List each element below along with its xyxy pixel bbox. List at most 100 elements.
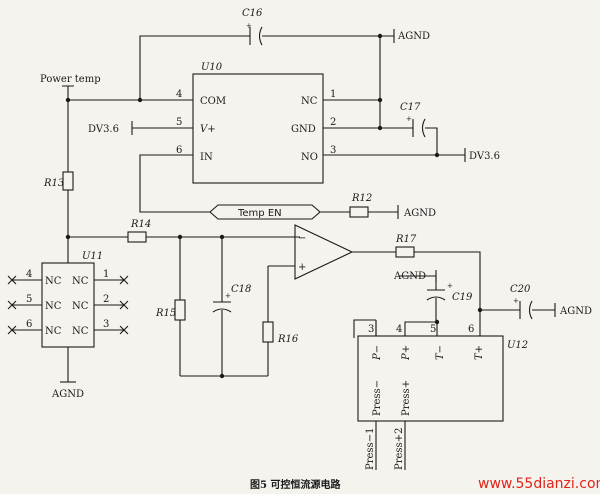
r12-wire [320, 205, 399, 219]
u11-pin-4: 4 [26, 269, 32, 280]
svg-text:+: + [225, 292, 231, 300]
u10-pin3-name: NO [301, 152, 318, 163]
u12-press-plus: Press+ [401, 380, 412, 416]
u12-pin-wires [375, 320, 481, 336]
r17-label: R17 [395, 234, 417, 245]
u12-label: U12 [507, 340, 528, 351]
u10-pin1-num: 1 [330, 89, 336, 100]
u12-pin-6: 6 [468, 324, 474, 335]
agnd-top-label: AGND [397, 31, 430, 42]
agnd-c19-label: AGND [393, 271, 426, 282]
u11-nc-4: NC [72, 276, 89, 287]
dv36-left-label: DV3.6 [88, 124, 119, 135]
press-plus-2-label: Press+2 [394, 428, 405, 470]
u11-nc-1: NC [45, 276, 62, 287]
u10-pin5-num: 5 [176, 117, 182, 128]
junction-t-plus [477, 307, 483, 313]
c20-label: C20 [510, 284, 531, 295]
u11-pin-3: 3 [103, 319, 109, 330]
no-wire [323, 148, 466, 162]
temp-en-wire [139, 154, 210, 213]
watermark: www.55dianzi.com [478, 476, 600, 492]
u10-pin4-name: COM [200, 96, 226, 107]
agnd-top-wire [380, 29, 395, 43]
r16-wire [267, 265, 295, 376]
junction-c16 [377, 33, 383, 39]
c17-label: C17 [400, 102, 421, 113]
temp-en-label: Temp EN [237, 208, 282, 219]
figure-caption: 图5 可控恒流源电路 [250, 478, 341, 491]
agnd-r12-label: AGND [403, 208, 436, 219]
u11-pin-2: 2 [103, 294, 109, 305]
temp-en-port: Temp EN [209, 204, 321, 220]
c18-label: C18 [231, 284, 251, 295]
u12-pin-4: 4 [396, 324, 402, 335]
u12-p-minus-wire [353, 319, 376, 338]
u12-body [357, 335, 504, 422]
u11-right-x-marks [119, 275, 129, 335]
svg-text:+: + [447, 282, 453, 290]
u11-pin-wires [12, 279, 124, 331]
agnd-bottom-label: AGND [51, 389, 84, 400]
u11-pin-6: 6 [26, 319, 32, 330]
c16-label: C16 [242, 8, 263, 19]
capacitor-c17: + C17 [400, 102, 426, 138]
u11-nc-2: NC [45, 301, 62, 312]
u11-nc-5: NC [72, 301, 89, 312]
resistor-r15 [174, 299, 186, 321]
resistor-r17 [395, 246, 415, 258]
u10-pin2-name: GND [291, 124, 316, 135]
u12-pin-5: 5 [430, 324, 436, 335]
u11-pin-1: 1 [103, 269, 109, 280]
u12-pin-p-minus: P− [372, 345, 383, 361]
c20-wire [480, 303, 556, 317]
r13-label: R13 [43, 178, 64, 189]
junction-nc [377, 97, 383, 103]
r12-label: R12 [351, 193, 372, 204]
u10-pin5-name: V+ [200, 124, 216, 135]
dv36-right-label: DV3.6 [469, 151, 500, 162]
resistor-r16 [262, 321, 274, 343]
svg-text:+: + [513, 297, 519, 305]
junction-t-minus [434, 319, 440, 325]
u10-pin4-num: 4 [176, 89, 182, 100]
u10-pin6-num: 6 [176, 145, 182, 156]
r15-label: R15 [155, 308, 176, 319]
u11-nc-3: NC [45, 326, 62, 337]
u10-pin2-num: 2 [330, 117, 336, 128]
svg-text:+: + [246, 22, 252, 30]
u12-pin-t-minus: T− [435, 345, 446, 360]
agnd-c20-label: AGND [559, 306, 592, 317]
resistor-r14 [127, 231, 147, 243]
u11-chip: U11 NC NC NC NC NC NC 4 5 6 1 2 3 [7, 237, 129, 382]
svg-text:+: + [406, 115, 412, 123]
c19-label: C19 [452, 292, 473, 303]
u11-nc-6: NC [72, 326, 89, 337]
c17-wire [380, 127, 438, 155]
agnd-c19-wire [399, 270, 437, 282]
power-temp-label: Power temp [40, 74, 101, 85]
capacitor-c18: + C18 [212, 284, 251, 313]
opamp-plus: + [298, 262, 306, 273]
press-minus-1-label: Press−1 [365, 428, 376, 470]
u10-chip: U10 COM V+ IN NC GND NO 4 5 6 1 2 3 [176, 62, 336, 184]
r16-label: R16 [277, 334, 299, 345]
u12-pin-p-plus: P+ [401, 345, 412, 361]
opamp-minus: − [298, 233, 306, 244]
junction-bottom [219, 373, 225, 379]
press-wires [375, 421, 406, 470]
u10-pin1-name: NC [301, 96, 318, 107]
op-amp: − + [294, 224, 354, 280]
resistor-r12 [349, 206, 369, 218]
resistor-r13 [62, 171, 74, 191]
u10-pin6-name: IN [200, 152, 213, 163]
u12-press-minus: Press− [372, 380, 383, 416]
dv36-left-wire [131, 121, 193, 135]
u12-pin-3: 3 [368, 324, 374, 335]
capacitor-c20: + C20 [510, 284, 533, 320]
r14-label: R14 [130, 219, 151, 230]
u11-left-x-marks [7, 275, 17, 335]
u12-pin-t-plus: T+ [474, 345, 485, 360]
junction-no [434, 152, 440, 158]
